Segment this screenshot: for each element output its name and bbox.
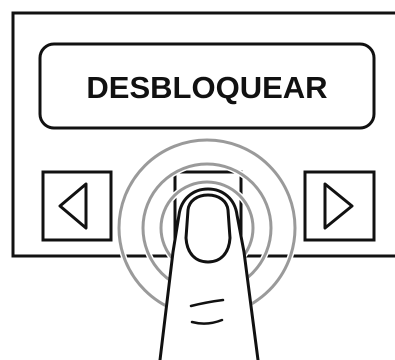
unlock-label-display: DESBLOQUEAR	[40, 44, 374, 128]
left-arrow-button[interactable]	[43, 172, 111, 240]
right-arrow-button[interactable]	[305, 172, 374, 240]
fingernail	[186, 195, 230, 262]
finger-press-icon	[158, 188, 260, 360]
unlock-label-text: DESBLOQUEAR	[86, 70, 327, 105]
